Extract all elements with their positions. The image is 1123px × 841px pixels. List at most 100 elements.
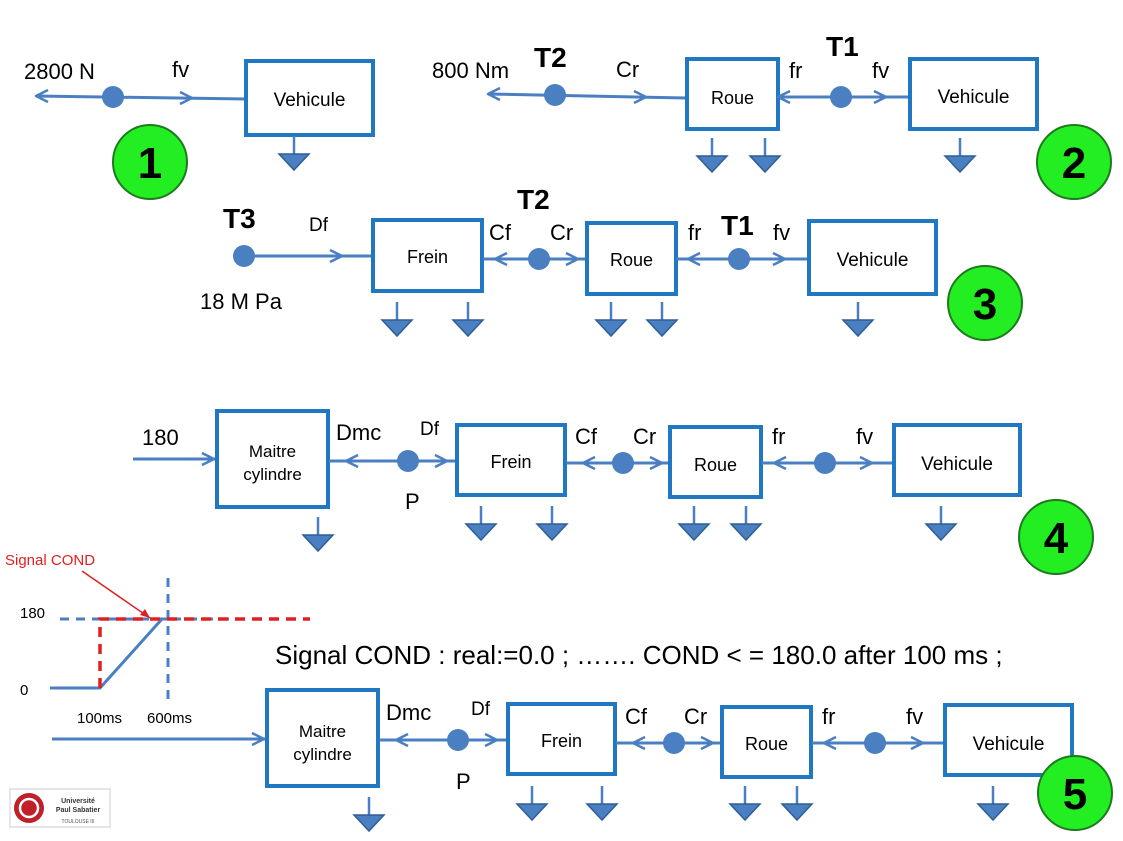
number-badge	[1037, 755, 1113, 831]
vehicule-block	[892, 423, 1022, 497]
ground-icon	[515, 784, 549, 822]
right-arrow-head	[434, 453, 449, 469]
left-arrow-head	[822, 735, 837, 751]
fv-label: fv	[872, 58, 889, 83]
cr-label: Cr	[616, 57, 639, 82]
cr-label: Cr	[550, 220, 573, 245]
diagram-1: 2800 N fv Vehicule 1	[24, 57, 375, 200]
maitre-label-line1: Maitre	[249, 442, 296, 461]
number-badge-label: 3	[973, 280, 997, 329]
number-badge-label: 4	[1044, 514, 1069, 563]
signal-declaration-text: Signal COND : real:=0.0 ; ……. COND < = 1…	[275, 640, 1003, 670]
vehicule-block	[807, 219, 938, 296]
cond-step-red-dashed	[98, 617, 310, 688]
ground-icon	[729, 504, 763, 542]
right-arrow-head	[484, 732, 499, 748]
right-arrow-head	[633, 89, 648, 105]
node	[544, 84, 566, 106]
fr-label: fr	[772, 424, 785, 449]
diagram-4: 180 Maitre cylindre Dmc Df P Frein Cf Cr…	[133, 409, 1094, 575]
left-arrow-head	[686, 251, 701, 267]
ground-icon	[301, 515, 335, 553]
ground-icon	[645, 300, 679, 338]
right-arrow-head	[910, 735, 925, 751]
y-tick-180: 180	[20, 605, 45, 622]
node	[814, 452, 836, 474]
fv-label: fv	[172, 57, 189, 82]
frein-block	[506, 702, 617, 776]
right-arrow-head	[859, 455, 874, 471]
frein-block	[371, 218, 484, 293]
force-2800-label: 2800 N	[24, 59, 95, 84]
signal-pointer-line	[81, 570, 151, 619]
ground-icon	[585, 784, 619, 822]
cf-label: Cf	[625, 704, 648, 729]
input-180-label: 180	[142, 425, 179, 450]
y-tick-0: 0	[20, 682, 28, 699]
node	[728, 248, 750, 270]
signal-ramp-curve	[50, 617, 168, 690]
right-arrow-head	[565, 251, 580, 267]
t1-label: T1	[826, 31, 859, 62]
fr-label: fr	[688, 220, 701, 245]
logo-line3: TOULOUSE III	[62, 819, 95, 825]
ground-icon	[943, 136, 977, 174]
ground-icon	[464, 504, 498, 542]
x-tick-100ms: 100ms	[77, 710, 122, 727]
right-arrow-head	[649, 455, 664, 471]
t2-label: T2	[517, 184, 550, 215]
signal-pointer-head	[140, 609, 150, 618]
fv-label: fv	[906, 704, 923, 729]
cr-label: Cr	[684, 704, 707, 729]
ground-icon	[451, 300, 485, 338]
diagram-3: T3 Df 18 M Pa Frein Cf T2 Cr Roue fr T1 …	[200, 184, 1023, 341]
roue-label: Roue	[610, 250, 653, 270]
ground-icon	[535, 504, 569, 542]
df-label: Df	[309, 215, 329, 236]
right-arrow-head	[329, 248, 344, 264]
logo-line1: Université	[61, 798, 95, 805]
roue-label: Roue	[745, 734, 788, 754]
logo-line2: Paul Sabatier	[56, 807, 101, 814]
left-arrow-head	[772, 455, 787, 471]
left-arrow-head	[34, 88, 49, 104]
vehicule-label: Vehicule	[921, 454, 993, 475]
ground-icon	[748, 136, 782, 174]
ground-icon	[594, 300, 628, 338]
right-arrow-head	[700, 735, 715, 751]
dmc-label: Dmc	[386, 700, 431, 725]
frein-label: Frein	[407, 247, 448, 267]
left-arrow-head	[493, 251, 508, 267]
t1-label: T1	[721, 210, 754, 241]
left-arrow-head	[581, 455, 596, 471]
fr-label: fr	[822, 704, 835, 729]
roue-label: Roue	[694, 455, 737, 475]
left-arrow-head	[631, 735, 646, 751]
link-wire	[35, 94, 247, 101]
vehicule-block	[943, 703, 1074, 777]
roue-block	[685, 57, 780, 131]
roue-block	[720, 705, 813, 779]
ground-icon	[352, 795, 386, 833]
ground-icon	[277, 134, 311, 172]
fv-label: fv	[856, 424, 873, 449]
node	[528, 248, 550, 270]
node	[612, 452, 634, 474]
t2-label: T2	[534, 42, 567, 73]
left-arrow-head	[486, 86, 501, 102]
left-arrow-head	[344, 453, 359, 469]
vehicule-label: Vehicule	[837, 250, 909, 271]
diagram-2: 800 Nm T2 Cr Roue fr T1 fv Vehicule 2	[432, 31, 1112, 200]
node	[447, 729, 469, 751]
frein-block	[455, 423, 567, 497]
right-arrow-head	[772, 251, 787, 267]
frein-label: Frein	[541, 731, 582, 751]
roue-label: Roue	[711, 88, 754, 108]
df-label: Df	[471, 699, 491, 720]
number-badge	[112, 124, 188, 200]
maitre-cylindre-block	[215, 409, 330, 509]
x-tick-600ms: 600ms	[147, 710, 192, 727]
cf-label: Cf	[575, 424, 598, 449]
ground-icon	[841, 300, 875, 338]
number-badge-label: 5	[1063, 770, 1087, 819]
